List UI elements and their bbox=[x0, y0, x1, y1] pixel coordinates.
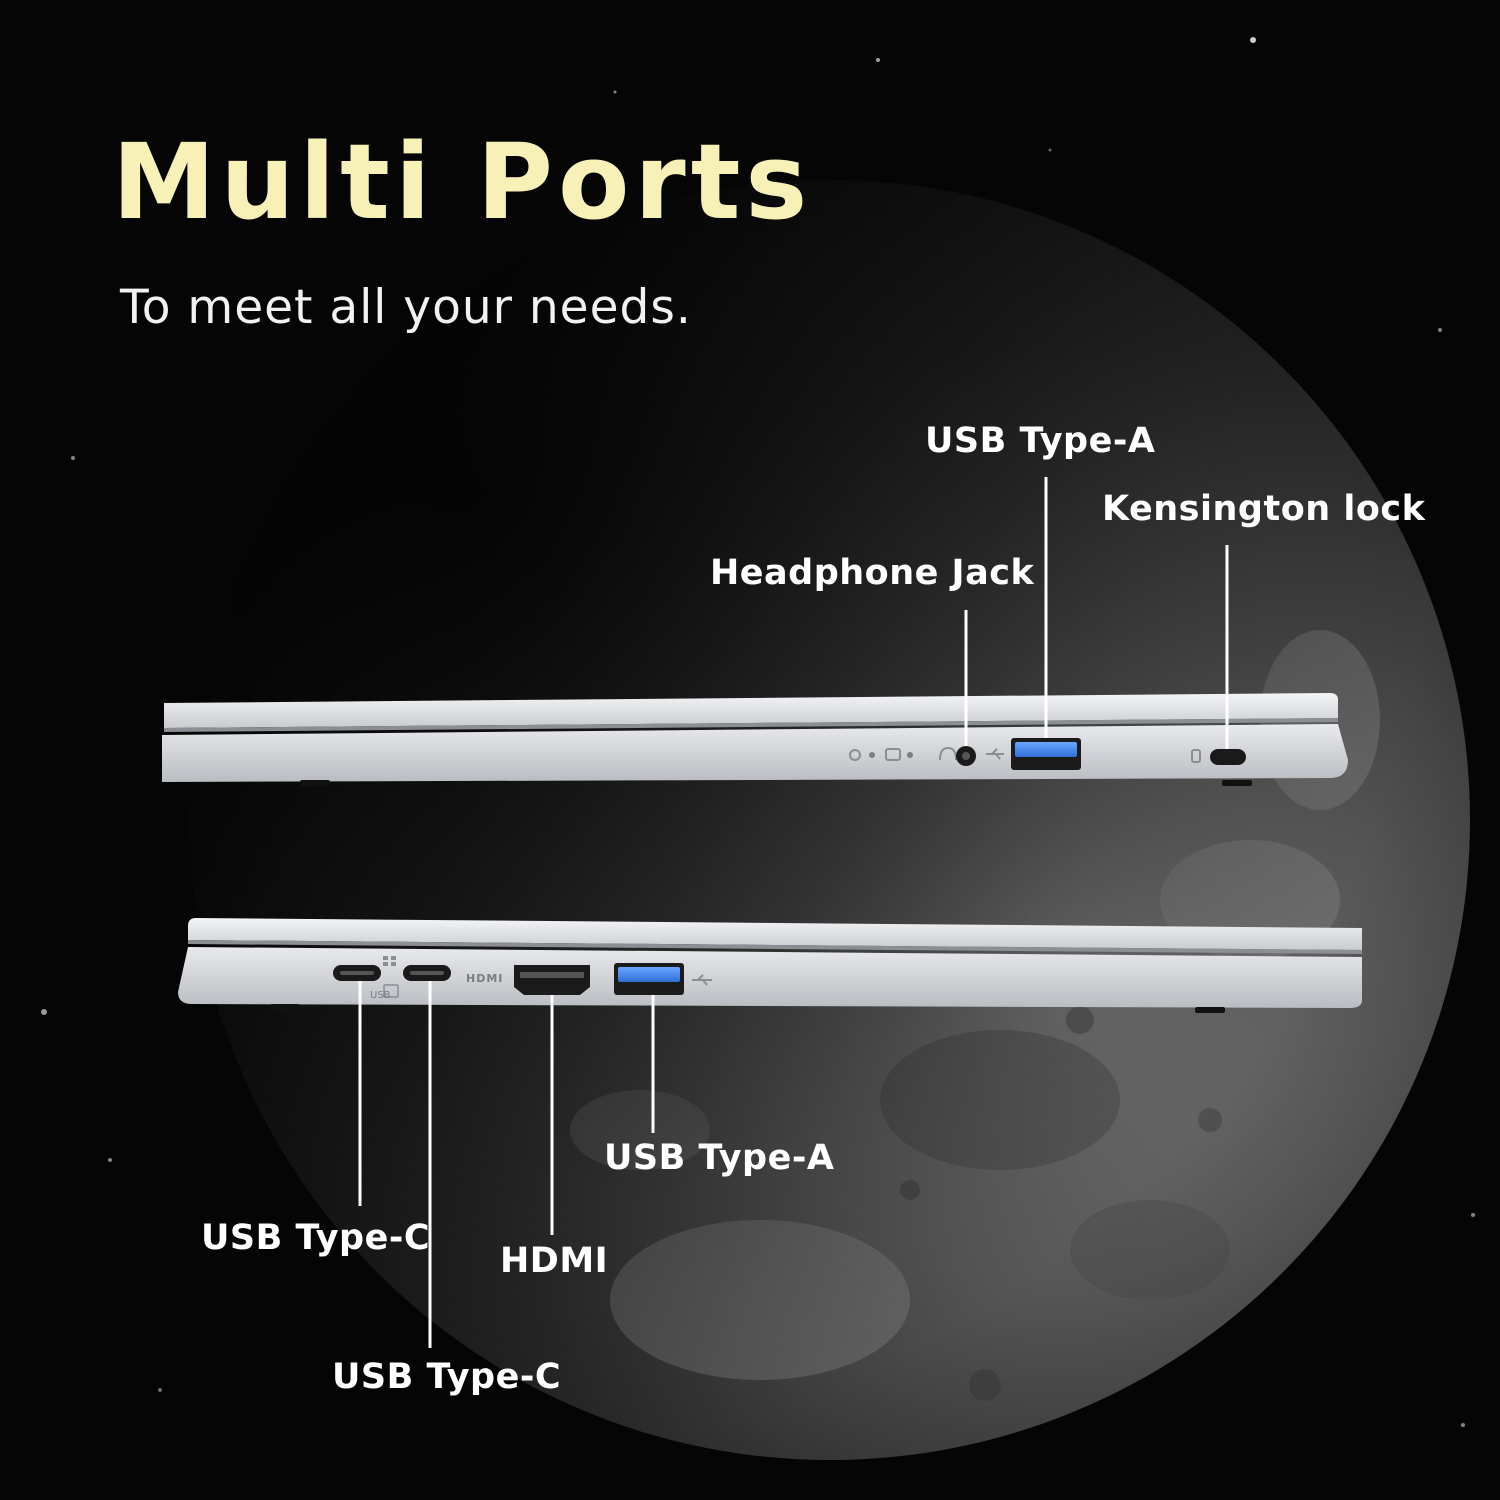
usb-a-port-right bbox=[1011, 738, 1081, 770]
hdmi-marking: HDMI bbox=[466, 972, 503, 985]
callout-usb-c-2: USB Type-C bbox=[332, 1357, 562, 1397]
usb-c-port-2 bbox=[403, 965, 451, 981]
laptop-right-base bbox=[162, 724, 1348, 782]
callout-hdmi: HDMI bbox=[500, 1241, 609, 1281]
callout-usb-a-right: USB Type-A bbox=[925, 421, 1156, 461]
usb-c-port-1 bbox=[333, 965, 381, 981]
hdmi-port bbox=[514, 965, 590, 995]
usb-symbol-icon bbox=[986, 748, 1004, 760]
page-subtitle: To meet all your needs. bbox=[120, 280, 692, 335]
kensington-lock-slot bbox=[1191, 749, 1246, 765]
callout-usb-c-1: USB Type-C bbox=[201, 1218, 431, 1258]
usb-marking: USB bbox=[370, 990, 391, 1001]
thunderbolt-icons bbox=[383, 956, 399, 998]
callout-kensington-lock: Kensington lock bbox=[1102, 489, 1426, 529]
callout-lines bbox=[358, 477, 1229, 1348]
headphone-jack-port bbox=[939, 746, 976, 766]
callout-headphone-jack: Headphone Jack bbox=[710, 553, 1035, 593]
status-led-icons bbox=[849, 748, 913, 761]
laptop-left-base bbox=[178, 947, 1362, 1008]
callout-usb-a-left: USB Type-A bbox=[604, 1138, 835, 1178]
page-title: Multi Ports bbox=[112, 121, 813, 243]
laptop-left-lid bbox=[188, 918, 1362, 950]
usb-symbol-icon bbox=[692, 974, 712, 986]
usb-a-port-left bbox=[614, 963, 684, 995]
laptop-right-side bbox=[162, 693, 1348, 786]
laptop-left-side: USB HDMI bbox=[178, 918, 1362, 1013]
